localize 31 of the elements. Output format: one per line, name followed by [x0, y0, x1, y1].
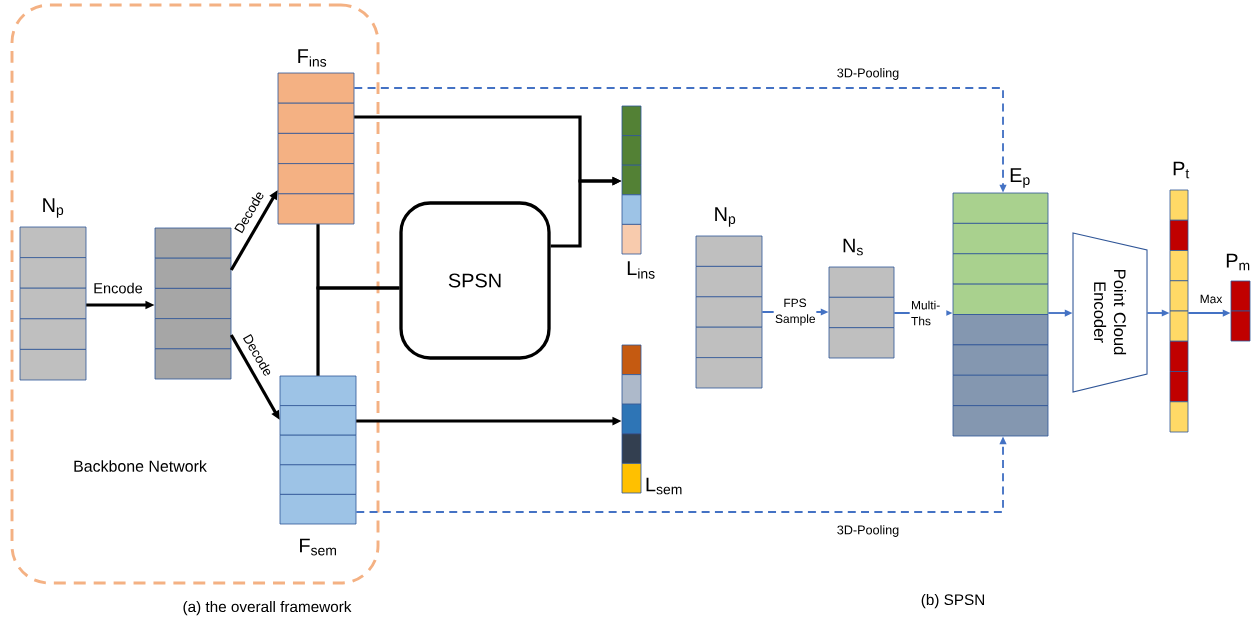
edge-label: 3D-Pooling: [835, 66, 901, 82]
feature-stack: L$_{sem}$: [621, 344, 682, 495]
edge-label: Encode: [91, 281, 145, 295]
node-label: L$_{ins}$: [627, 261, 655, 279]
node-label: N$_{p}$: [43, 198, 64, 218]
feature-stack: F$_{sem}$: [279, 375, 357, 556]
caption: (a) the overall framework: [183, 600, 352, 616]
edge-label: 3D-Pooling: [835, 523, 901, 539]
node-label: E$_{p}$: [1010, 168, 1030, 188]
node-label: P$_{t}$: [1173, 161, 1190, 179]
feature-stack: N$_{s}$: [828, 238, 895, 359]
node-label: N$_{s}$: [843, 238, 863, 256]
feature-stack: P$_{t}$: [1169, 161, 1190, 433]
edge-label: Multi-Ths: [909, 299, 947, 327]
module-box: SPSN: [399, 201, 551, 360]
node-label: F$_{ins}$: [298, 49, 327, 67]
caption: (b) SPSN: [921, 593, 984, 609]
edge-label: Max: [1198, 293, 1224, 305]
feature-stack: N$_{p}$: [695, 207, 763, 389]
node-label: L$_{sem}$: [646, 477, 682, 495]
feature-stack: L$_{ins}$: [621, 105, 655, 279]
node-label: N$_{p}$: [715, 207, 736, 227]
encoder-trapezoid: Point Cloud Encoder: [1072, 232, 1148, 393]
node-label: P$_{m}$: [1226, 253, 1250, 271]
feature-stack: N$_{p}$: [19, 198, 87, 381]
feature-stack: P$_{m}$: [1226, 253, 1251, 342]
feature-stack: [154, 227, 232, 380]
edge-label: FPS Sample: [773, 297, 817, 327]
feature-stack: E$_{p}$: [952, 168, 1049, 437]
node-label: F$_{sem}$: [300, 538, 336, 556]
feature-stack: F$_{ins}$: [277, 49, 355, 225]
